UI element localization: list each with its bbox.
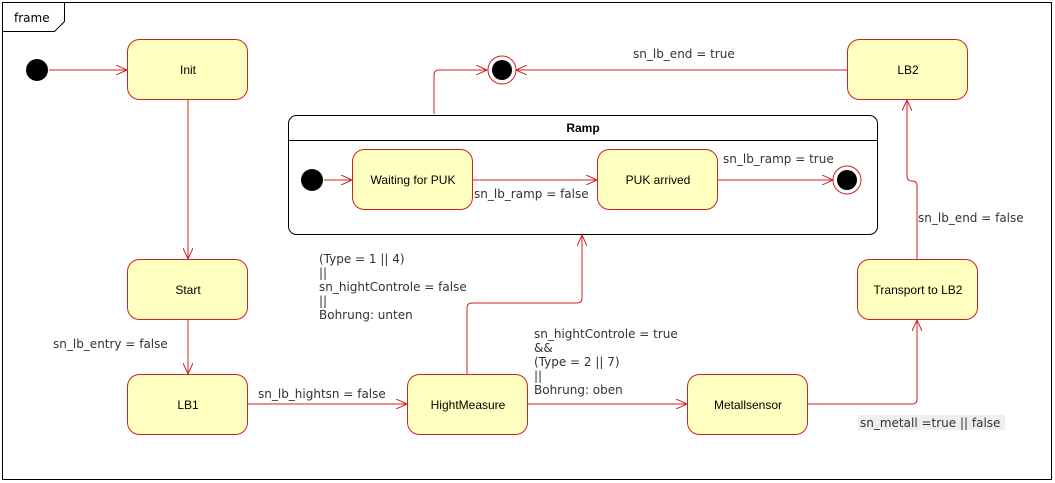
label-metall-highlight <box>858 415 1005 430</box>
label-lb1-to-hight: sn_lb_hightsn = false <box>258 387 386 401</box>
state-start-label: Start <box>175 283 201 297</box>
label-lb2-to-end: sn_lb_end = true <box>633 47 735 61</box>
label-start-to-lb1: sn_lb_entry = false <box>53 337 168 351</box>
ramp-final-node[interactable] <box>832 165 862 195</box>
label-hight-to-metall-line: Bohrung: oben <box>534 383 623 397</box>
state-lb1-label: LB1 <box>177 398 199 412</box>
state-hight-measure-label: HightMeasure <box>431 398 506 412</box>
label-hight-to-metall-line: && <box>534 341 553 355</box>
label-waiting-to-puk: sn_lb_ramp = false <box>474 187 589 201</box>
label-hight-to-ramp-line: || <box>319 294 327 308</box>
state-metallsensor[interactable]: Metallsensor <box>687 374 808 435</box>
label-metall-to-transport: sn_metall =true || false <box>860 416 1000 430</box>
state-init[interactable]: Init <box>127 39 248 100</box>
frame-label: frame <box>14 11 50 25</box>
state-waiting-for-puk[interactable]: Waiting for PUK <box>352 149 473 210</box>
state-lb1[interactable]: LB1 <box>127 374 248 435</box>
label-hight-to-metall-line: sn_hightControle = true <box>534 327 678 341</box>
state-metallsensor-label: Metallsensor <box>714 398 782 412</box>
ramp-title: Ramp <box>566 121 599 135</box>
label-hight-to-metall-line: (Type = 2 || 7) <box>534 355 620 369</box>
frame-tab <box>2 2 65 32</box>
label-hight-to-ramp-line: || <box>319 266 327 280</box>
label-hight-to-metall: sn_hightControle = true && (Type = 2 || … <box>534 327 678 397</box>
label-hight-to-ramp: (Type = 1 || 4) || sn_hightControle = fa… <box>319 252 467 322</box>
label-puk-to-end: sn_lb_ramp = true <box>723 152 834 166</box>
label-hight-to-ramp-line: sn_hightControle = false <box>319 280 467 294</box>
ramp-initial-node[interactable] <box>301 169 323 191</box>
state-init-label: Init <box>180 63 197 77</box>
state-waiting-label: Waiting for PUK <box>371 173 456 187</box>
edge-ramp-to-final[interactable] <box>433 70 487 114</box>
state-lb2[interactable]: LB2 <box>847 39 968 100</box>
state-transport-label: Transport to LB2 <box>874 283 963 297</box>
label-hight-to-ramp-line: (Type = 1 || 4) <box>319 252 405 266</box>
state-puk-arrived[interactable]: PUK arrived <box>597 149 718 210</box>
state-lb2-label: LB2 <box>897 63 919 77</box>
state-transport[interactable]: Transport to LB2 <box>857 259 978 320</box>
state-puk-arrived-label: PUK arrived <box>626 173 691 187</box>
state-start[interactable]: Start <box>127 259 248 320</box>
edge-transport-to-lb2[interactable] <box>907 100 918 259</box>
initial-node[interactable] <box>26 59 48 81</box>
edge-metall-to-transport[interactable] <box>807 320 917 405</box>
edge-hight-to-ramp[interactable] <box>466 235 582 374</box>
final-node[interactable] <box>487 55 517 85</box>
label-hight-to-metall-line: || <box>534 369 542 383</box>
label-hight-to-ramp-line: Bohrung: unten <box>319 308 413 322</box>
state-hight-measure[interactable]: HightMeasure <box>407 374 528 435</box>
label-transport-to-lb2: sn_lb_end = false <box>918 211 1024 225</box>
